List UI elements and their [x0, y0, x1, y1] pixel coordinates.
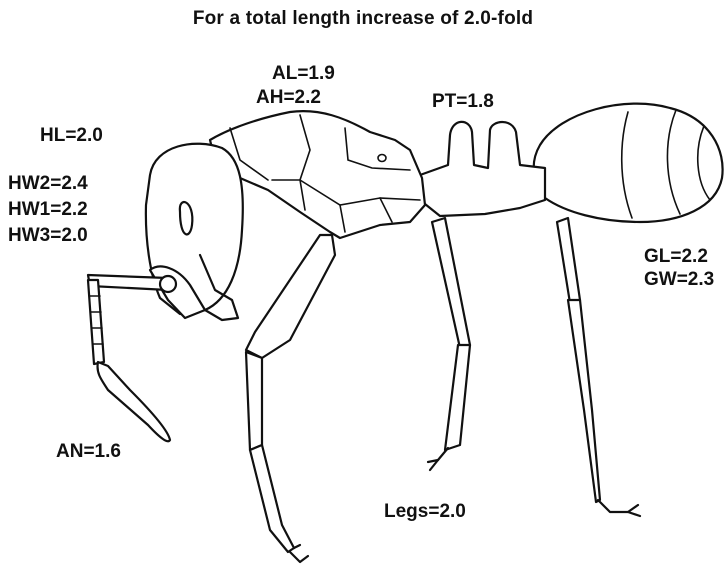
- label-hw3: HW3=2.0: [8, 224, 88, 247]
- front-leg: [246, 235, 335, 562]
- label-hl: HL=2.0: [40, 124, 103, 147]
- label-al: AL=1.9: [272, 62, 335, 85]
- hind-leg: [557, 218, 640, 516]
- label-hw2: HW2=2.4: [8, 172, 88, 195]
- label-an: AN=1.6: [56, 440, 121, 463]
- label-hw1: HW1=2.2: [8, 198, 88, 221]
- label-gw: GW=2.3: [644, 268, 714, 291]
- petiole: [420, 122, 545, 216]
- middle-leg: [428, 218, 470, 470]
- label-gl: GL=2.2: [644, 245, 708, 268]
- label-pt: PT=1.8: [432, 90, 494, 113]
- label-legs: Legs=2.0: [384, 500, 466, 523]
- label-ah: AH=2.2: [256, 86, 321, 109]
